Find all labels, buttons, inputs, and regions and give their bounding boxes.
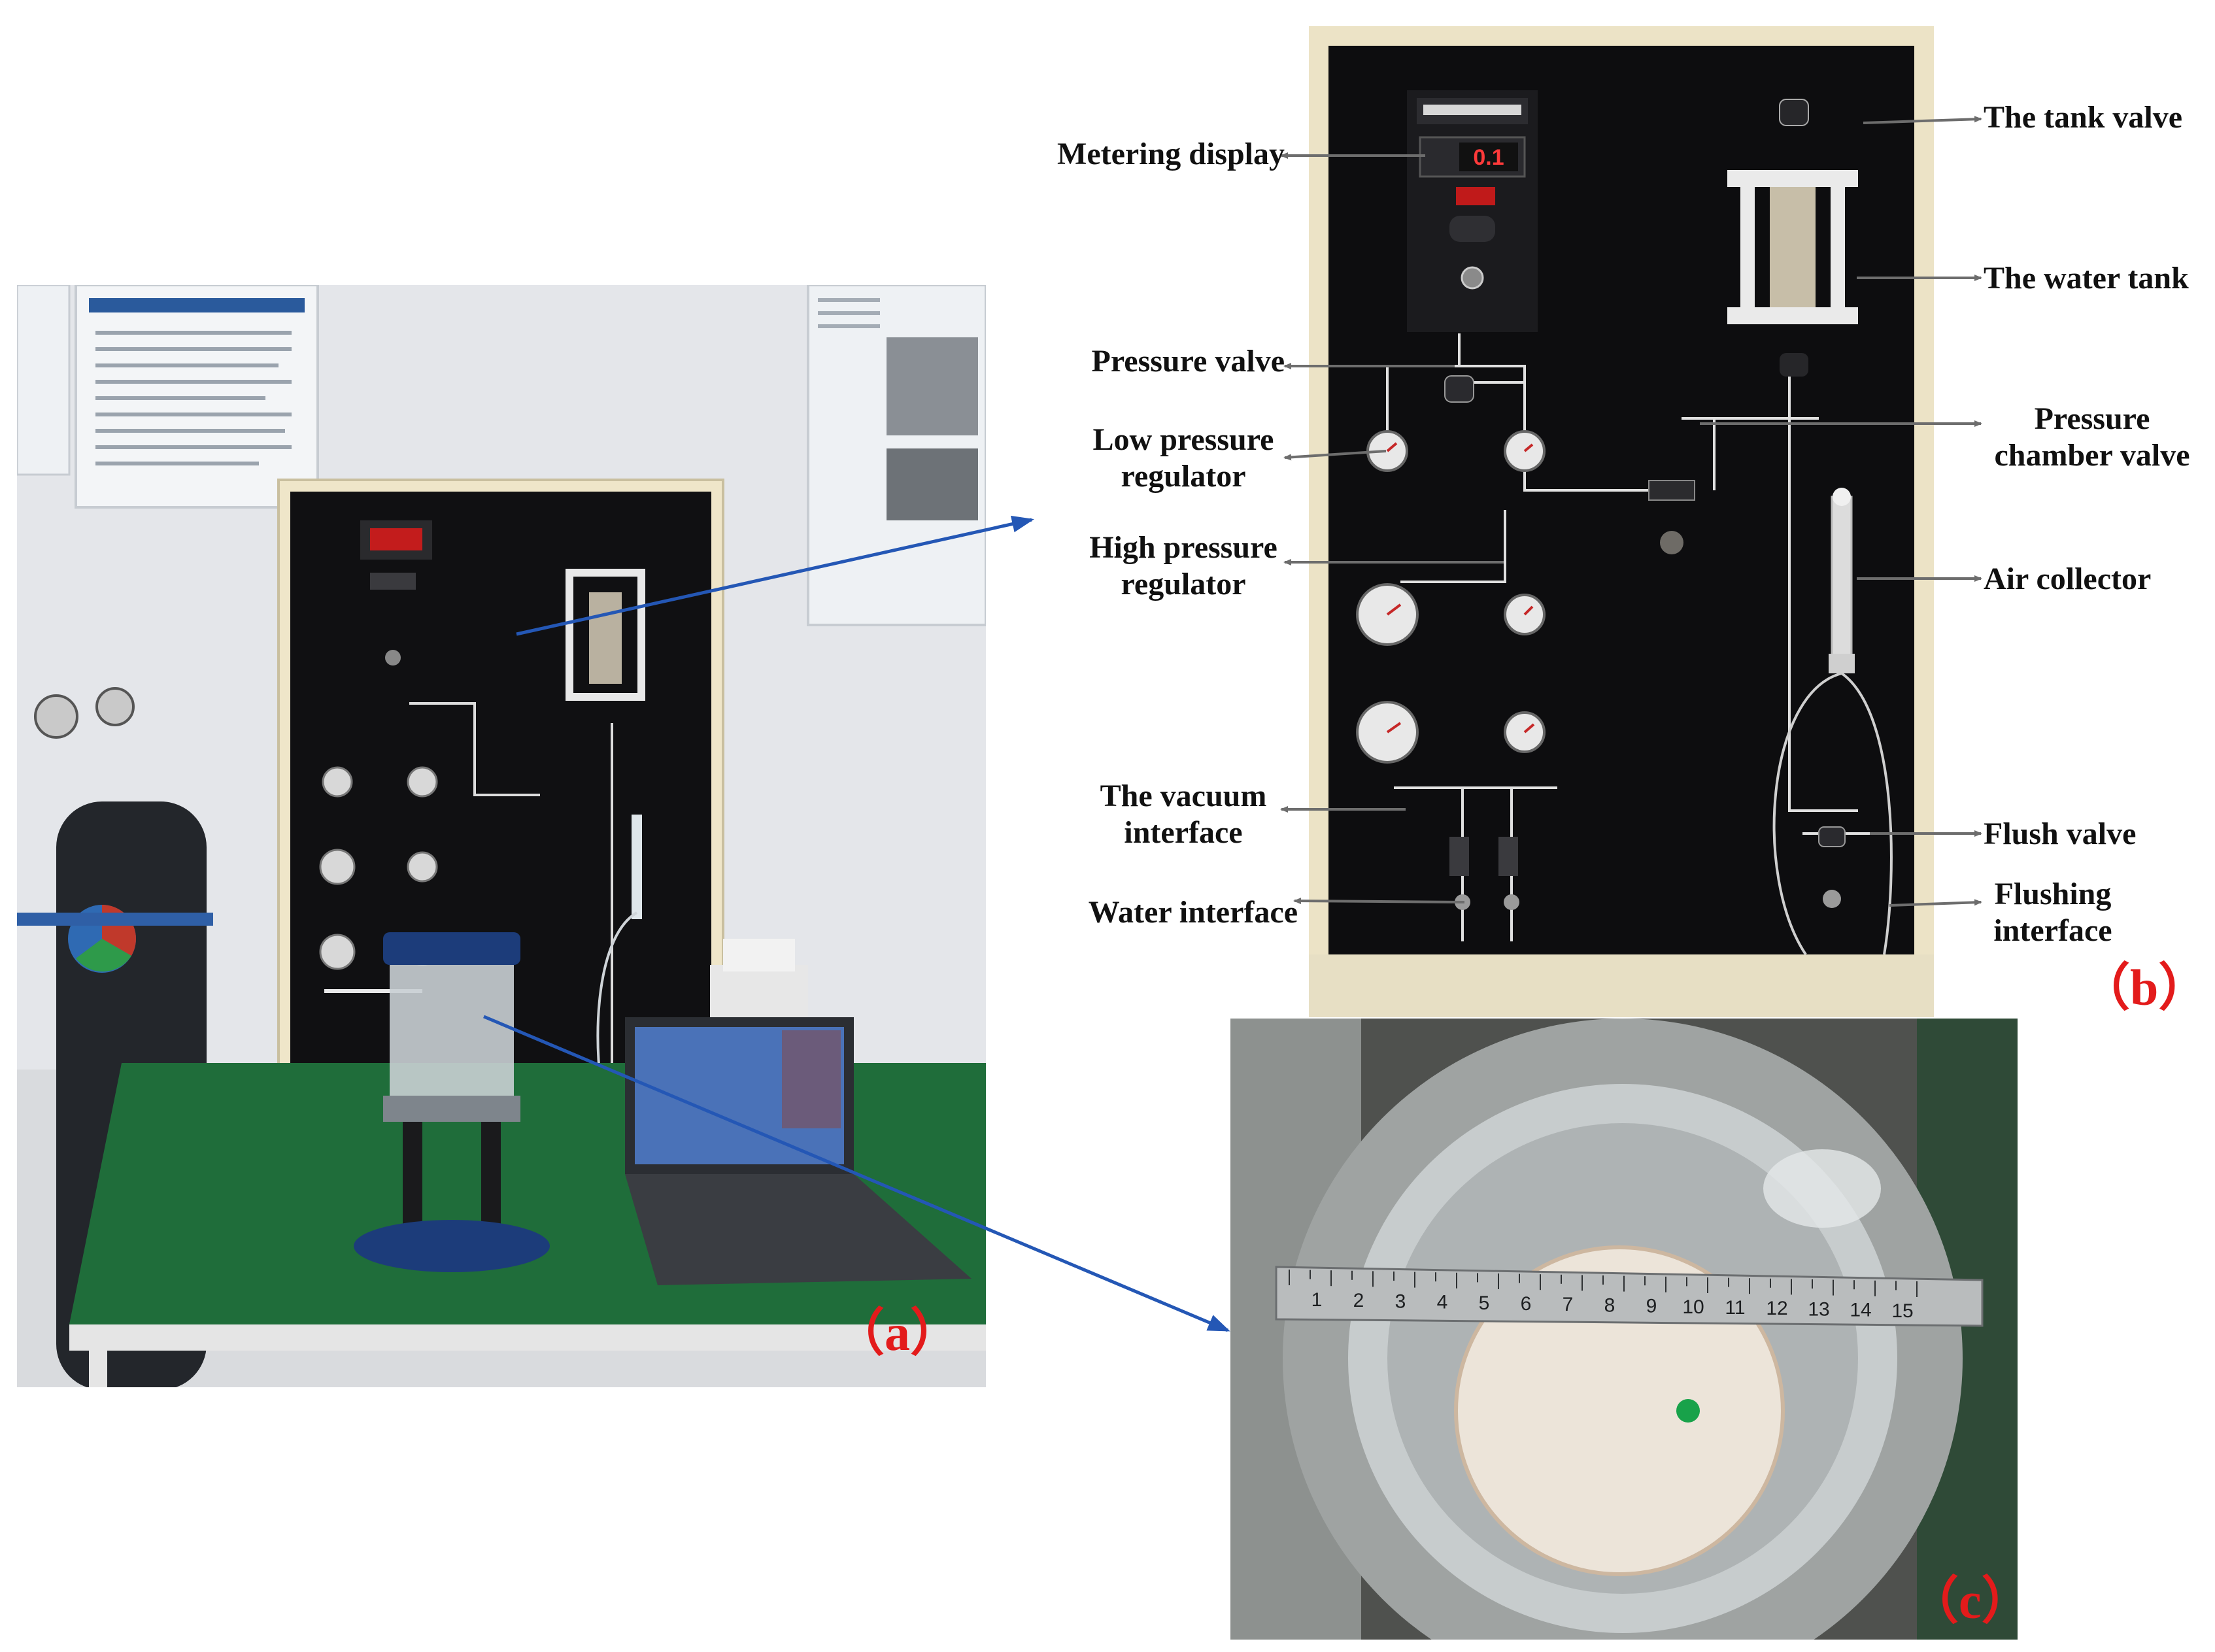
ruler-number: 5 (1479, 1292, 1490, 1314)
panel-a-tag: （a） (834, 1304, 962, 1361)
ruler-number: 13 (1808, 1298, 1829, 1320)
panel-b-tag: （b） (2079, 959, 2210, 1016)
ruler-number: 3 (1395, 1290, 1406, 1312)
ruler-number: 8 (1604, 1294, 1615, 1316)
ruler-number: 7 (1563, 1294, 1574, 1315)
label-low-pressure-regulator-line2: regulator (1121, 459, 1246, 494)
ruler-number: 2 (1353, 1290, 1364, 1311)
label-water-interface: Water interface (1088, 895, 1298, 930)
ruler-number: 12 (1766, 1298, 1787, 1319)
label-vacuum-interface-line2: interface (1124, 815, 1243, 850)
metering-display-reading: 0.1 (1473, 145, 1504, 170)
label-air-collector: Air collector (1984, 562, 2152, 596)
label-flushing-interface: Flushing interface (1968, 876, 2138, 949)
ruler-ticks (1289, 1270, 1918, 1297)
label-vacuum-interface-line1: The vacuum (1100, 779, 1267, 813)
label-high-pressure-regulator-line1: High pressure (1089, 530, 1277, 565)
label-vacuum-interface: The vacuum interface (1046, 778, 1321, 851)
ruler-number: 14 (1850, 1300, 1871, 1321)
ruler-number: 10 (1682, 1296, 1704, 1318)
photo-b-illustration: 0.1 (1309, 26, 1934, 1017)
label-metering-display: Metering display (1057, 137, 1285, 171)
photo-a-lab-setup (17, 285, 986, 1387)
ruler-number: 6 (1521, 1293, 1532, 1315)
label-water-tank: The water tank (1984, 261, 2189, 295)
label-tank-valve: The tank valve (1984, 100, 2183, 135)
label-high-pressure-regulator: High pressure regulator (1040, 530, 1327, 603)
photo-b-apparatus-panel: 0.1 (1309, 26, 1934, 1017)
label-low-pressure-regulator-line1: Low pressure (1092, 422, 1274, 457)
ruler-number: 4 (1437, 1292, 1448, 1313)
label-pressure-chamber-valve-line2: chamber valve (1994, 438, 2190, 473)
label-pressure-chamber-valve: Pressure chamber valve (1974, 401, 2210, 474)
panel-c-tag: （c） (1908, 1572, 2033, 1629)
ruler-number: 15 (1891, 1300, 1913, 1322)
label-flush-valve: Flush valve (1984, 817, 2137, 851)
label-pressure-chamber-valve-line1: Pressure (2034, 401, 2150, 436)
ruler-number: 1 (1311, 1289, 1323, 1311)
label-flushing-interface-line2: interface (1993, 913, 2112, 948)
photo-a-illustration (17, 285, 986, 1387)
ruler-number: 9 (1646, 1296, 1657, 1317)
label-high-pressure-regulator-line2: regulator (1121, 567, 1246, 601)
label-pressure-valve: Pressure valve (1091, 344, 1285, 379)
label-low-pressure-regulator: Low pressure regulator (1046, 422, 1321, 495)
label-flushing-interface-line1: Flushing (1994, 877, 2112, 911)
ruler-number: 11 (1725, 1297, 1745, 1319)
